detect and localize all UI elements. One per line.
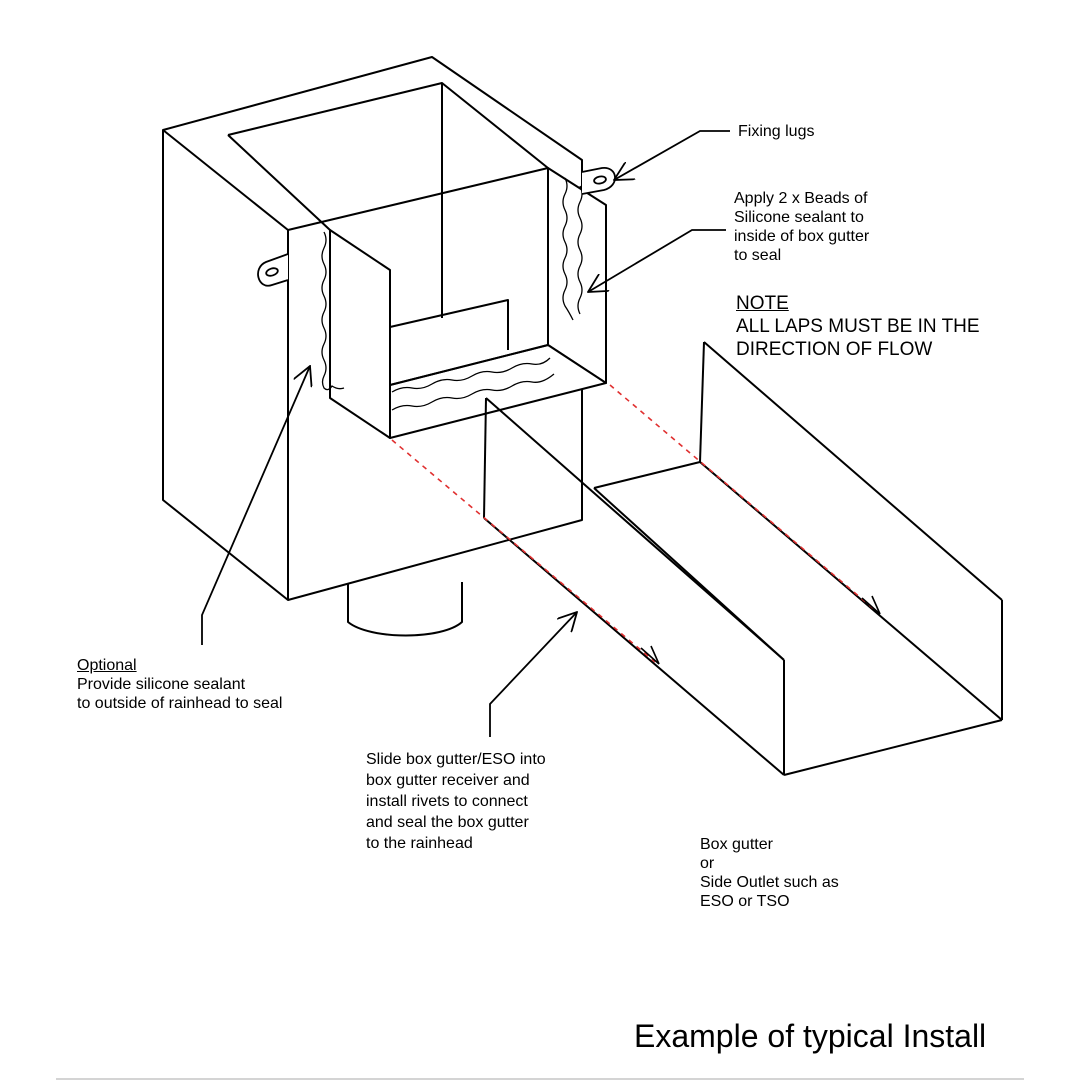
note-block: NOTE ALL LAPS MUST BE IN THE DIRECTION O… — [736, 292, 980, 361]
box-gutter-line: Box gutter — [700, 836, 773, 853]
optional-block: Optional Provide silicone sealant to out… — [77, 656, 282, 713]
rainhead — [162, 56, 607, 637]
slide-instruction-block: Slide box gutter/ESO into box gutter rec… — [366, 749, 546, 854]
fixing-lugs-label: Fixing lugs — [738, 123, 815, 140]
slide-instruction-line: Slide box gutter/ESO into — [366, 751, 546, 768]
flow-direction-lines — [391, 384, 876, 663]
slide-instruction-arrow — [489, 612, 577, 737]
sealant-inside-line: inside of box gutter — [734, 228, 870, 245]
sealant-inside-line: to seal — [734, 247, 782, 264]
sealant-inside-arrow — [588, 229, 726, 292]
slide-instruction-line: and seal the box gutter — [366, 814, 529, 831]
fixing-lugs — [257, 167, 616, 287]
note-body-line: ALL LAPS MUST BE IN THE — [736, 316, 980, 337]
flow-arrow-left — [640, 645, 660, 665]
sealant-inside-line: Apply 2 x Beads of — [734, 190, 868, 207]
optional-heading: Optional — [77, 657, 137, 674]
sealant-outside-arrow — [201, 366, 310, 645]
fixing-lugs-arrow — [614, 130, 730, 180]
note-heading: NOTE — [736, 293, 789, 314]
silicone-beads — [321, 177, 583, 411]
box-gutter-line: ESO or TSO — [700, 893, 790, 910]
slide-instruction-line: install rivets to connect — [366, 793, 528, 810]
downpipe-outlet — [347, 582, 463, 637]
box-gutter-line: Side Outlet such as — [700, 874, 839, 891]
optional-body-line: Provide silicone sealant — [77, 676, 246, 693]
slide-instruction-line: to the rainhead — [366, 835, 473, 852]
box-gutter-line: or — [700, 855, 715, 872]
sealant-inside-line: Silicone sealant to — [734, 209, 864, 226]
optional-body-line: to outside of rainhead to seal — [77, 695, 283, 712]
bottom-divider — [56, 1078, 1024, 1080]
flow-arrow-right — [861, 595, 881, 615]
box-gutter-label: Box gutter or Side Outlet such as ESO or… — [700, 835, 839, 911]
sealant-inside-label: Apply 2 x Beads of Silicone sealant to i… — [734, 189, 869, 265]
diagram-caption: Example of typical Install — [634, 1018, 987, 1054]
slide-instruction-line: box gutter receiver and — [366, 772, 530, 789]
note-body-line: DIRECTION OF FLOW — [736, 339, 933, 360]
leader-arrows — [201, 130, 730, 737]
